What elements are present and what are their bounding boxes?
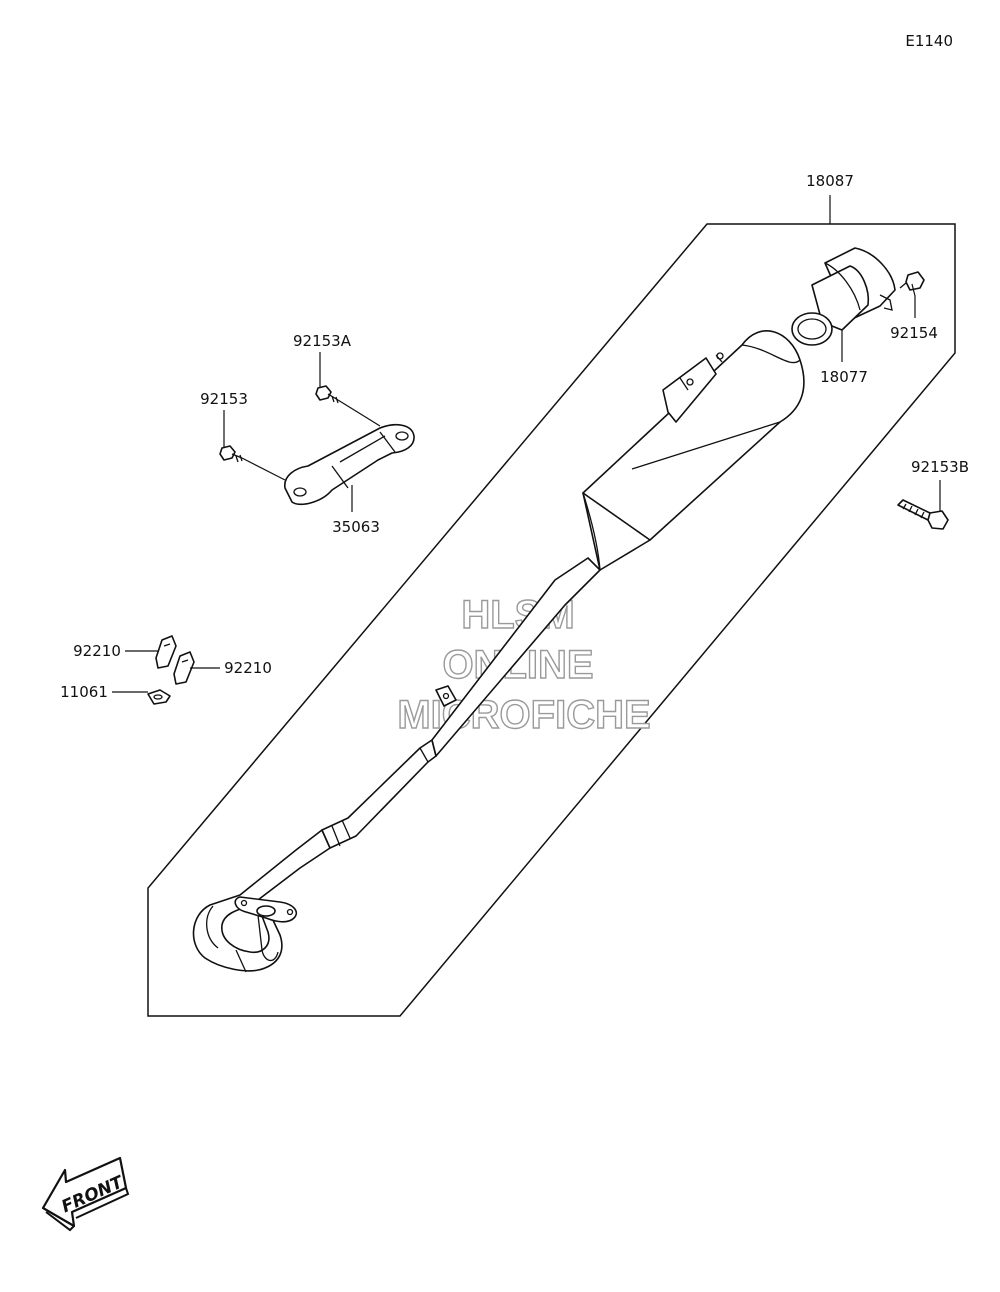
label-92154: 92154 bbox=[890, 324, 938, 342]
bolt-92153B[interactable] bbox=[897, 499, 949, 530]
label-92210-a: 92210 bbox=[73, 642, 121, 660]
bolt-92154[interactable] bbox=[899, 271, 925, 291]
label-18087: 18087 bbox=[806, 172, 854, 190]
leader-lines bbox=[112, 195, 941, 693]
watermark-line-3: MICROFICHE bbox=[397, 693, 650, 737]
clip-92210-b[interactable] bbox=[173, 651, 195, 685]
label-35063: 35063 bbox=[332, 518, 380, 536]
label-18077: 18077 bbox=[820, 368, 868, 386]
washer-11061[interactable] bbox=[147, 689, 171, 705]
bracket-35063[interactable] bbox=[284, 423, 415, 506]
label-92153B: 92153B bbox=[911, 458, 969, 476]
tail-pipe-18077[interactable] bbox=[791, 247, 896, 346]
label-92153A: 92153A bbox=[293, 332, 352, 350]
assembly-outline bbox=[147, 223, 956, 1017]
clip-92210-a[interactable] bbox=[155, 635, 177, 669]
label-11061: 11061 bbox=[60, 683, 108, 701]
watermark: HLSM ONLINE MICROFICHE bbox=[397, 592, 652, 737]
diagram-code: E1140 bbox=[905, 32, 953, 50]
front-arrow-icon: FRONT bbox=[41, 1156, 130, 1232]
muffler-assembly[interactable] bbox=[192, 330, 805, 973]
label-92210-b: 92210 bbox=[224, 659, 272, 677]
bolt-92153A[interactable] bbox=[315, 385, 339, 404]
label-92153: 92153 bbox=[200, 390, 248, 408]
bolt-92153[interactable] bbox=[219, 445, 243, 463]
